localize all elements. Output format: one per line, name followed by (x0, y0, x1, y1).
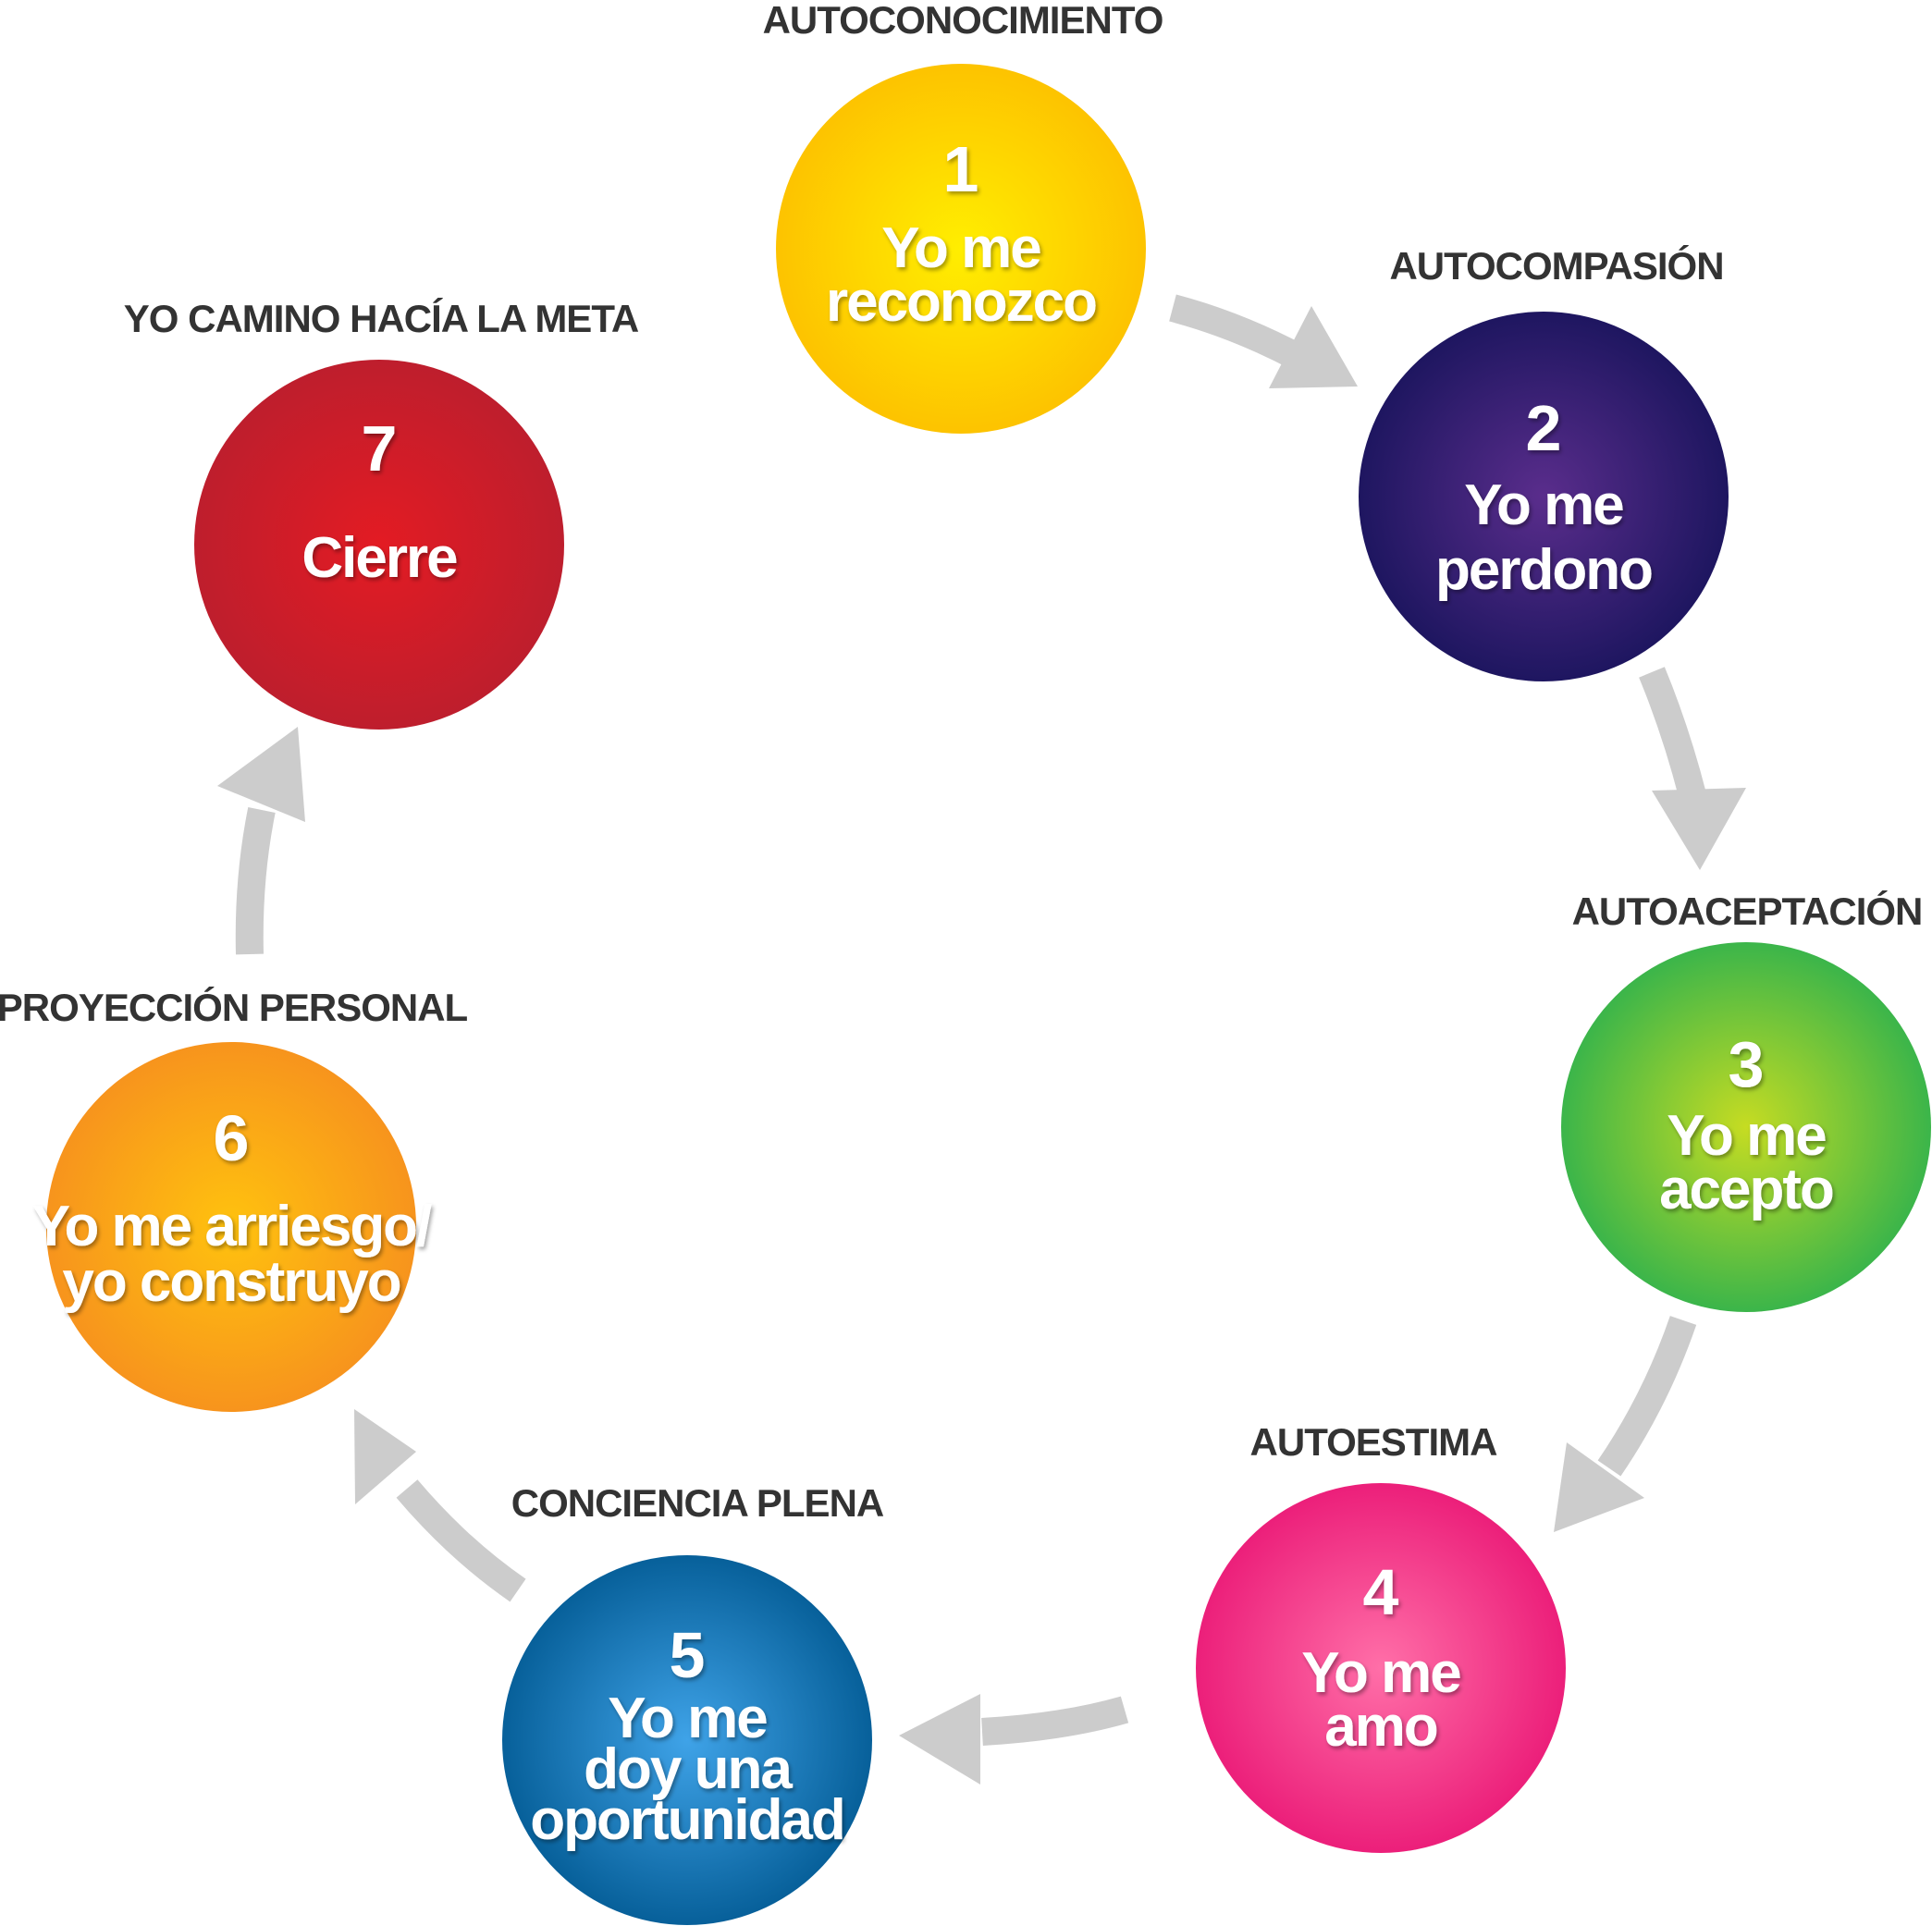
stage-number: 3 (1729, 1028, 1765, 1100)
stage-number: 7 (362, 412, 398, 485)
arrow-shaft (396, 1479, 526, 1602)
arrow-shaft (235, 807, 276, 955)
arrow-5-to-6 (354, 1409, 526, 1602)
stage-text-line: Yo me arriesgo/ (32, 1195, 432, 1258)
stage-text-line: perdono (1435, 538, 1652, 602)
stage-label: AUTOESTIMA (1250, 1420, 1498, 1464)
stage-circle (46, 1042, 416, 1412)
stage-label: PROYECCIÓN PERSONAL (0, 985, 468, 1029)
stage-number: 5 (670, 1619, 706, 1691)
stage-label: CONCIENCIA PLENA (511, 1481, 884, 1525)
stage-label: YO CAMINO HACÍA LA META (124, 297, 639, 340)
stage-circle (776, 64, 1146, 434)
arrow-shaft (981, 1696, 1129, 1746)
stage-label: AUTOCONOCIMIENTO (763, 0, 1163, 42)
arrow-head-icon (1652, 788, 1746, 870)
stage-number: 4 (1363, 1556, 1399, 1628)
stage-circle (1561, 942, 1931, 1312)
stage-text-line: amo (1324, 1695, 1437, 1759)
stage-text-line: Cierre (301, 526, 457, 590)
arrow-1-to-2 (1169, 294, 1358, 388)
stage-circle (1359, 312, 1729, 681)
stage-text-line: doy una (584, 1737, 793, 1801)
arrow-3-to-4 (1554, 1316, 1697, 1532)
arrows-group (217, 294, 1746, 1785)
arrow-6-to-7 (217, 727, 305, 955)
stage-label: AUTOACEPTACIÓN (1572, 889, 1923, 933)
stage-text-line: Yo me (1301, 1641, 1460, 1705)
stage-label: AUTOCOMPASIÓN (1389, 243, 1723, 288)
stage-text-line: Yo me (1464, 473, 1623, 537)
stage-circle (1196, 1483, 1566, 1853)
stage-number: 6 (214, 1102, 250, 1174)
arrow-4-to-5 (899, 1694, 1129, 1785)
arrow-head-icon (1554, 1442, 1644, 1532)
arrow-shaft (1169, 294, 1311, 374)
arrow-head-icon (217, 727, 305, 822)
stage-text-line: acepto (1659, 1158, 1833, 1221)
stage-number: 2 (1526, 392, 1562, 464)
stage-text-line: oportunidad (530, 1788, 844, 1852)
stage-text-line: reconozco (826, 270, 1096, 334)
arrow-head-icon (354, 1409, 416, 1504)
stage-text-line: yo construyo (62, 1250, 400, 1314)
stage-text-line: Yo me (608, 1687, 767, 1750)
stage-circle (502, 1555, 872, 1925)
stage-text-line: Yo me (881, 216, 1040, 280)
arrow-2-to-3 (1639, 667, 1746, 870)
stage-number: 1 (943, 133, 979, 205)
stage-text-line: Yo me (1667, 1104, 1826, 1168)
arrow-head-icon (899, 1694, 980, 1785)
stage-6: PROYECCIÓN PERSONAL 6 Yo me arriesgo/yo co… (0, 985, 469, 1412)
stage-circle (194, 360, 564, 730)
arrow-head-icon (1269, 306, 1358, 388)
arrow-shaft (1597, 1316, 1697, 1477)
arrow-shaft (1639, 667, 1706, 799)
